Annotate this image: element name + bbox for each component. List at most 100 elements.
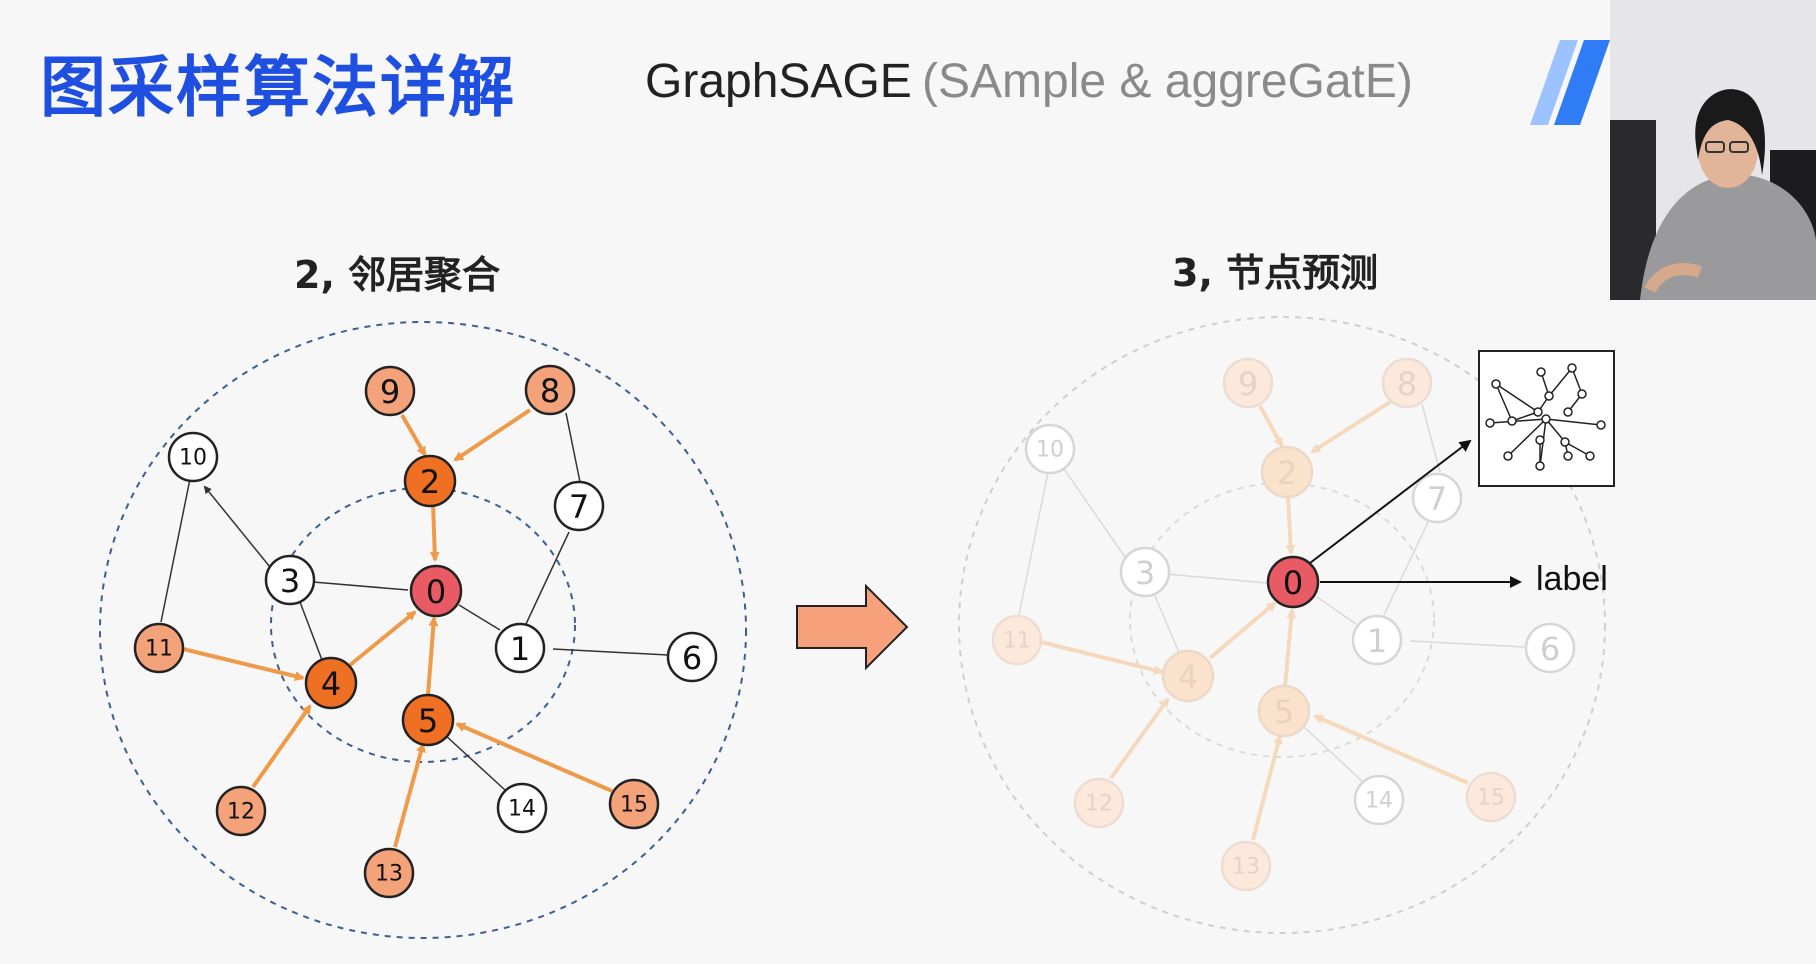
faded-arrow-12-4 bbox=[1109, 697, 1170, 780]
target-node-label-0: 0 bbox=[1283, 564, 1303, 602]
node-label-0: 0 bbox=[426, 573, 446, 611]
transition-arrow bbox=[796, 583, 909, 671]
edge-10-11 bbox=[160, 478, 191, 623]
faded-node-11: 11 bbox=[991, 614, 1043, 666]
faded-edge-3-4 bbox=[1154, 595, 1181, 656]
right-graph: 1 2 3 4 5 6 7 8 9 10 11 12 13 14 15 0 la… bbox=[958, 316, 1615, 934]
faded-node-label-10: 10 bbox=[1036, 438, 1064, 463]
faded-arrow-13-5 bbox=[1251, 734, 1283, 841]
target-node-0: 0 bbox=[1266, 555, 1320, 609]
node-6: 6 bbox=[666, 631, 718, 683]
decorative-stripes bbox=[1530, 40, 1610, 125]
node-label-1: 1 bbox=[510, 630, 530, 668]
faded-node-5: 5 bbox=[1257, 684, 1311, 738]
faded-node-4: 4 bbox=[1161, 649, 1215, 703]
arrow-9-2 bbox=[400, 414, 427, 457]
heading-subtitle: (SAmple & aggreGatE) bbox=[922, 55, 1413, 108]
slide-title: 图采样算法详解 bbox=[40, 49, 516, 126]
node-label-13: 13 bbox=[375, 862, 403, 887]
faded-node-label-2: 2 bbox=[1277, 454, 1297, 492]
faded-node-label-8: 8 bbox=[1397, 365, 1417, 403]
arrow-to-graph-embedding bbox=[1309, 439, 1472, 564]
node-label-7: 7 bbox=[569, 488, 589, 526]
node-1: 1 bbox=[494, 622, 546, 674]
node-5: 5 bbox=[401, 693, 455, 747]
faded-node-10: 10 bbox=[1024, 423, 1076, 475]
edge-7-8 bbox=[565, 412, 581, 483]
node-label-14: 14 bbox=[508, 797, 536, 822]
node-label-5: 5 bbox=[418, 702, 438, 740]
presenter-illustration bbox=[1610, 0, 1816, 300]
faded-node-label-1: 1 bbox=[1367, 622, 1387, 660]
node-12: 12 bbox=[215, 785, 267, 837]
arrow-4-0 bbox=[348, 610, 417, 667]
faded-edge-3-0 bbox=[1165, 573, 1268, 584]
node-10: 10 bbox=[167, 431, 219, 483]
faded-node-13: 13 bbox=[1220, 840, 1272, 892]
arrow-5-0 bbox=[426, 616, 439, 696]
faded-node-label-3: 3 bbox=[1135, 554, 1155, 592]
inner-hop-ring bbox=[270, 487, 576, 763]
node-label-9: 9 bbox=[380, 373, 400, 411]
node-7: 7 bbox=[553, 480, 605, 532]
faded-arrow-11-4 bbox=[1040, 640, 1164, 675]
node-15: 15 bbox=[608, 778, 660, 830]
node-0: 0 bbox=[409, 564, 463, 618]
output-label-text: label bbox=[1536, 560, 1608, 598]
edge-3-4 bbox=[299, 601, 323, 661]
outer-hop-ring bbox=[99, 321, 747, 939]
edge-1-7 bbox=[525, 531, 570, 625]
arrow-8-2 bbox=[453, 408, 532, 462]
faded-edge-7-8 bbox=[1421, 403, 1441, 473]
graph-embedding-box bbox=[1478, 350, 1615, 487]
arrow-11-4 bbox=[182, 647, 305, 681]
heading-graphsage: GraphSAGE bbox=[645, 55, 912, 108]
faded-node-7: 7 bbox=[1411, 472, 1463, 524]
node-label-12: 12 bbox=[227, 800, 255, 825]
faded-node-label-11: 11 bbox=[1003, 629, 1031, 654]
faded-arrow-5-0 bbox=[1283, 608, 1297, 688]
faded-node-label-15: 15 bbox=[1477, 786, 1505, 811]
faded-edge-5-14 bbox=[1303, 726, 1365, 784]
node-3: 3 bbox=[264, 554, 316, 606]
node-8: 8 bbox=[524, 364, 576, 416]
faded-node-15: 15 bbox=[1465, 771, 1517, 823]
arrow-15-5 bbox=[455, 722, 613, 793]
webcam-overlay bbox=[1610, 0, 1816, 300]
node-14: 14 bbox=[496, 782, 548, 834]
faded-node-3: 3 bbox=[1119, 546, 1171, 598]
faded-node-label-6: 6 bbox=[1540, 630, 1560, 668]
faded-node-6: 6 bbox=[1524, 622, 1576, 674]
node-label-15: 15 bbox=[620, 793, 648, 818]
faded-edge-1-7 bbox=[1383, 521, 1429, 616]
arrow-12-4 bbox=[251, 704, 312, 789]
faded-arrow-15-5 bbox=[1313, 714, 1469, 785]
faded-node-14: 14 bbox=[1353, 774, 1405, 826]
node-label-2: 2 bbox=[420, 463, 440, 501]
node-label-11: 11 bbox=[145, 637, 173, 662]
faded-arrow-9-2 bbox=[1258, 405, 1284, 448]
faded-arrow-8-2 bbox=[1310, 400, 1392, 454]
faded-edge-3-10 bbox=[1061, 465, 1128, 561]
edge-3-10 bbox=[203, 485, 271, 568]
faded-node-8: 8 bbox=[1381, 357, 1433, 409]
outer-hop-ring-faded bbox=[958, 316, 1606, 934]
faded-arrow-2-0 bbox=[1285, 495, 1296, 555]
edge-0-1 bbox=[458, 604, 501, 631]
faded-node-label-14: 14 bbox=[1365, 789, 1393, 814]
arrow-13-5 bbox=[393, 742, 426, 848]
faded-edge-10-11 bbox=[1018, 471, 1049, 616]
faded-edge-1-6 bbox=[1409, 640, 1526, 648]
section-title-neighbor-aggregation: 2, 邻居聚合 bbox=[294, 253, 501, 297]
faded-node-label-12: 12 bbox=[1085, 792, 1113, 817]
edge-1-6 bbox=[552, 648, 669, 656]
node-label-10: 10 bbox=[179, 446, 207, 471]
node-11: 11 bbox=[133, 622, 185, 674]
node-2: 2 bbox=[403, 454, 457, 508]
faded-node-label-13: 13 bbox=[1232, 855, 1260, 880]
node-9: 9 bbox=[364, 365, 416, 417]
node-4: 4 bbox=[304, 656, 358, 710]
node-13: 13 bbox=[363, 847, 415, 899]
faded-arrow-4-0 bbox=[1208, 601, 1277, 660]
